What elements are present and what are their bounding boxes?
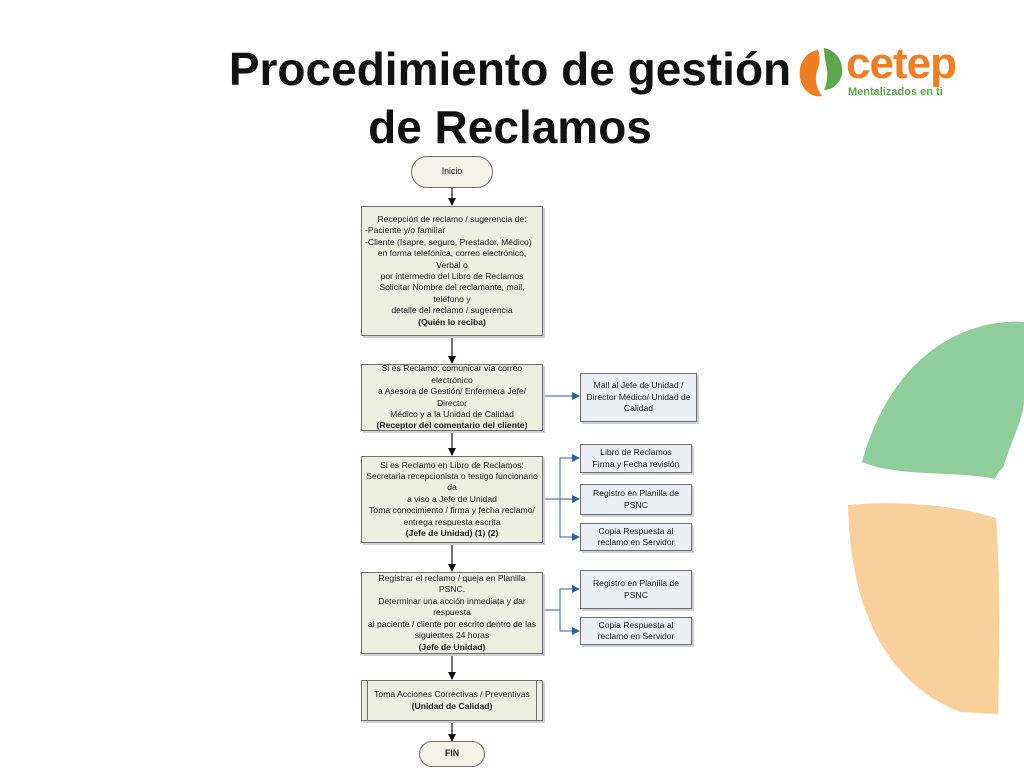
side-line: Mail al Jefe de Unidad / [593, 380, 684, 391]
side-line: Registro en Planilla de [593, 488, 679, 499]
step2-role: (Receptor del comentario del cliente) [376, 420, 528, 431]
side-line: reclamo en Servidor [597, 631, 675, 641]
logo-leaf-icon [799, 48, 843, 97]
cetep-logo: cetep Mentalizados en ti [796, 39, 996, 106]
side-line: Copia Respuesta al [598, 619, 674, 630]
step3-role: (Jefe de Unidad) (1) (2) [405, 528, 499, 539]
step1-line: Solicitar Nombre del reclamante, mail, t… [379, 282, 525, 304]
side-line: Registro en Planilla de [593, 578, 679, 589]
step-corrective-actions: Toma Acciones Correctivas / Preventivas … [361, 680, 543, 721]
side-line: Libro de Reclamos [600, 447, 672, 458]
step2-line: a Asesora de Gestión/ Enfermera Jefe/ Di… [377, 386, 527, 408]
start-label: Inicio [441, 166, 463, 177]
side-server-copy: Copia Respuesta al reclamo en Servidor [580, 523, 692, 551]
step1-line: Recepción de reclamo / sugerencia de: [377, 213, 527, 224]
side-psnc-register: Registro en Planilla de PSNC [580, 484, 692, 515]
side-line: PSNC [624, 499, 648, 510]
logo-wordmark: cetep [846, 39, 957, 88]
step3-line: Secretaria recepcionista o testigo funci… [366, 470, 538, 493]
side-line: Firma y Fecha revisión [592, 458, 680, 469]
side-psnc-register: Registro en Planilla de PSNC [580, 570, 692, 609]
side-line: Copia Respuesta al [598, 525, 674, 536]
logo-tagline: Mentalizados en ti [848, 86, 943, 98]
connector-step4-branch [543, 585, 580, 611]
step1-line: -Paciente y/o familiar [365, 225, 446, 236]
step1-role: (Quién lo reciba) [418, 316, 486, 327]
step-notify: Si es Reclamo: comunicar vía correo elec… [361, 363, 543, 431]
side-server-copy: Copia Respuesta al reclamo en Servidor [580, 617, 692, 645]
side-line: Director Médico/ Unidad de [586, 391, 691, 402]
side-line: reclamo en Servidor [597, 537, 675, 547]
step4-line: al paciente / cliente por escrito dentro… [367, 618, 537, 629]
step1-line: -Cliente (Isapre, seguro, Prestador, Méd… [365, 236, 532, 247]
step2-line: Médico y a la Unidad de Calidad [390, 408, 514, 419]
page-title: Procedimiento de gestión de Reclamos [170, 40, 850, 156]
side-line: Calidad [623, 403, 654, 414]
step-register-respond: Registrar el reclamo / queja en Planilla… [361, 572, 543, 654]
side-book-signature: Libro de Reclamos Firma y Fecha revisión [580, 444, 692, 473]
step4-line: Registrar el reclamo / queja en Planilla… [378, 573, 526, 595]
step5-role: (Unidad de Calidad) [411, 700, 493, 711]
connector-step4-side2 [559, 610, 580, 635]
connector-step3-side3 [559, 499, 580, 541]
side-line: PSNC [624, 589, 648, 600]
step3-line: Si es Reclamo en Libro de Reclamos: [380, 459, 524, 470]
step4-line: Determinar una acción inmediata y dar re… [378, 595, 526, 618]
end-label: FIN [444, 748, 460, 759]
step3-line: entrega respuesta escrita [403, 516, 501, 527]
step3-line: a viso a Jefe de Unidad [407, 493, 497, 504]
step2-line: Si es Reclamo: comunicar vía correo elec… [381, 363, 523, 385]
step-complaint-book: Si es Reclamo en Libro de Reclamos: Secr… [361, 456, 543, 543]
title-line-2: de Reclamos [368, 101, 652, 153]
step5-line: Toma Acciones Correctivas / Preventivas [374, 689, 530, 700]
step1-line: detalle del reclamo / sugerencia [391, 305, 513, 316]
step1-line: por intermedio del Libro de Reclamos [380, 271, 524, 281]
side-mail-notice: Mail al Jefe de Unidad / Director Médico… [580, 373, 697, 422]
connector-step3-branch [543, 454, 580, 500]
step3-line: Toma conocimiento / firma y fecha reclam… [369, 505, 535, 516]
step4-line: siguientes 24 horas [414, 630, 490, 641]
step-reception: Recepción de reclamo / sugerencia de: -P… [361, 206, 543, 336]
end-terminal: FIN [419, 741, 485, 767]
start-terminal: Inicio [411, 156, 493, 188]
step4-role: (Jefe de Unidad) [418, 641, 486, 652]
step1-line: en forma telefónica, correo electrónico,… [377, 248, 527, 270]
title-line-1: Procedimiento de gestión [228, 43, 792, 95]
